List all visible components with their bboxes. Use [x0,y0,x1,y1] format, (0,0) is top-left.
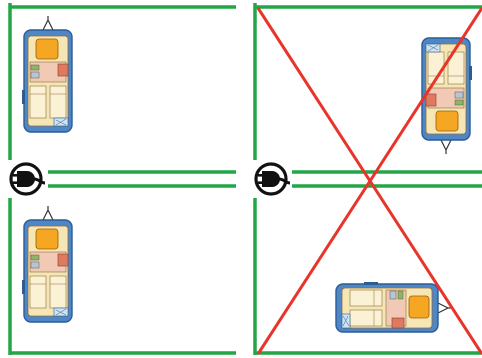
electric-plug-icon [254,162,292,196]
caravan-floorplan-icon [335,281,453,333]
caravan-floorplan-icon [421,37,473,155]
left-pitch-boundary-top [8,3,236,160]
caravan-floorplan-icon [21,205,73,323]
red-cross-icon [256,7,482,355]
left-pitch-panel [8,3,236,355]
caravan-floorplan-icon [21,15,73,133]
right-pitch-boundary-top [253,3,482,160]
right-pitch-panel [253,3,482,355]
electric-plug-icon [9,162,47,196]
left-pitch-boundary-bottom [8,198,236,355]
right-pitch-boundary-bottom [253,198,482,355]
